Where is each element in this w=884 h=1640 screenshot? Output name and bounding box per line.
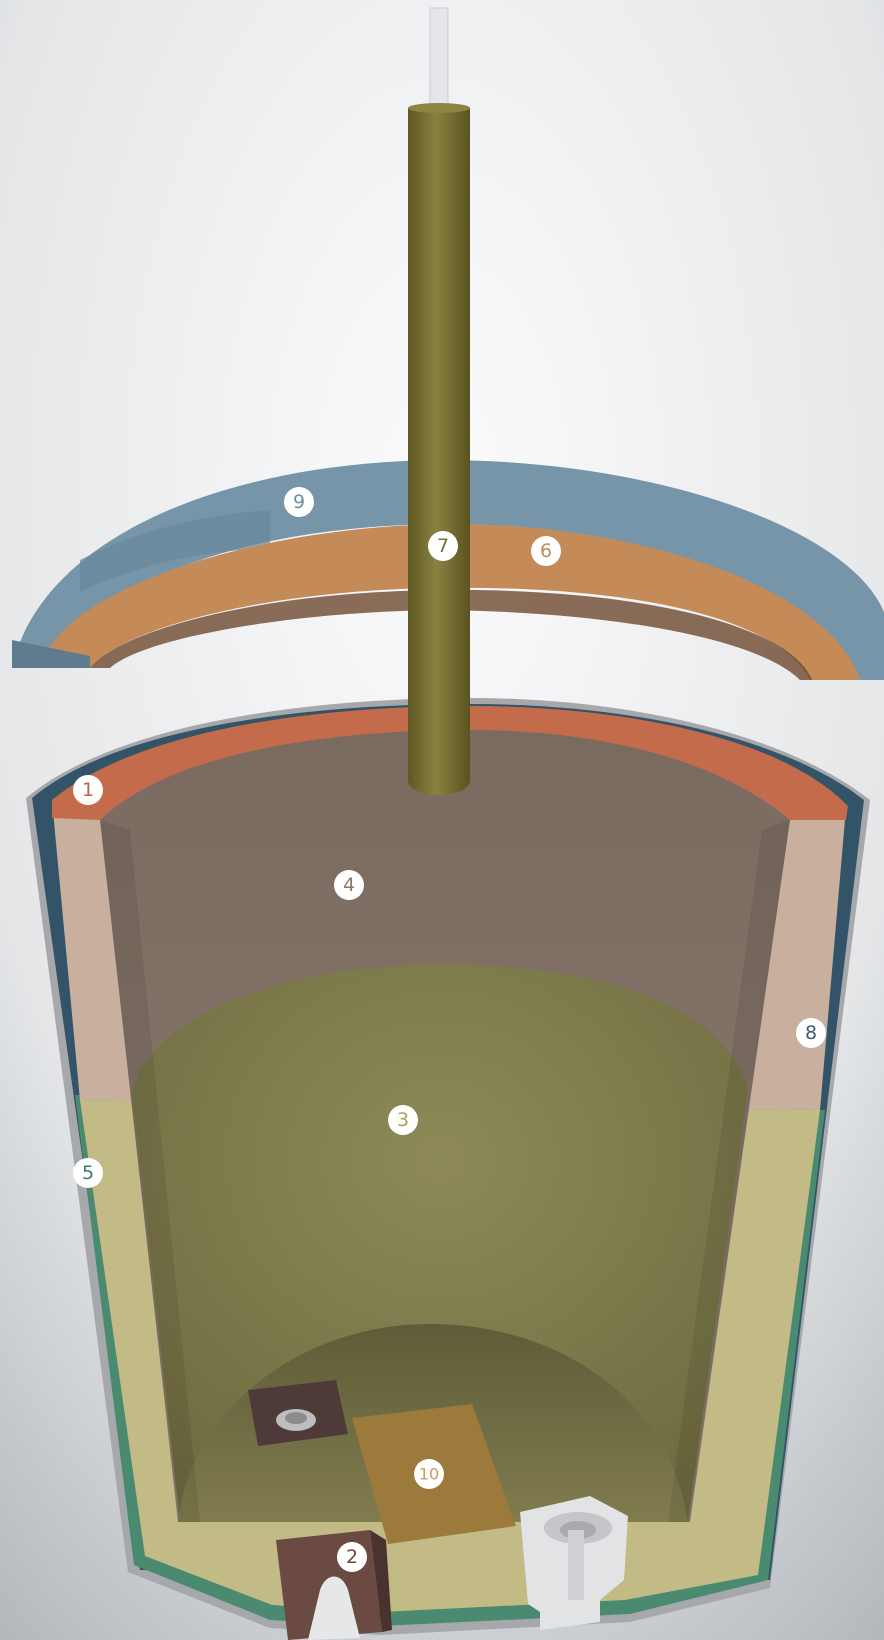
marker-8-text: 8: [805, 1022, 817, 1044]
electrode-top-face: [408, 103, 470, 113]
marker-3: 3: [388, 1105, 418, 1135]
marker-9: 9: [284, 487, 314, 517]
tap-hole-brick: [276, 1530, 392, 1640]
marker-5-text: 5: [82, 1162, 94, 1184]
electrode-rod-top: [430, 8, 448, 108]
marker-7: 7: [428, 531, 458, 561]
electrode: [408, 8, 470, 795]
electrode-body: [408, 108, 470, 795]
marker-6: 6: [531, 536, 561, 566]
marker-5: 5: [73, 1158, 103, 1188]
marker-10: 10: [414, 1459, 444, 1489]
marker-4: 4: [334, 870, 364, 900]
marker-10-text: 10: [419, 1465, 439, 1484]
marker-4-text: 4: [343, 874, 355, 896]
marker-8: 8: [796, 1018, 826, 1048]
marker-7-text: 7: [437, 535, 449, 557]
marker-3-text: 3: [397, 1109, 409, 1131]
marker-1: 1: [73, 775, 103, 805]
marker-1-text: 1: [82, 779, 94, 801]
marker-9-text: 9: [293, 491, 305, 513]
marker-6-text: 6: [540, 540, 552, 562]
marker-2-text: 2: [346, 1546, 358, 1568]
marker-2: 2: [337, 1542, 367, 1572]
